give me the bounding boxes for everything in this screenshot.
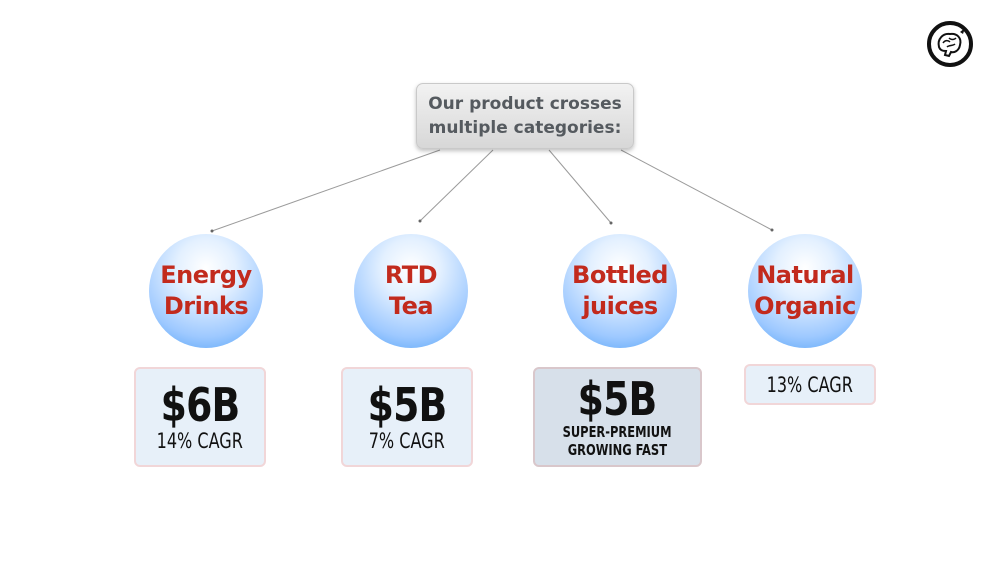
category-energy-drinks: Energy Drinks xyxy=(149,234,263,348)
category-rtd-tea: RTD Tea xyxy=(354,234,468,348)
growth-rate-text: 7% CAGR xyxy=(368,429,446,453)
category-label-line-1: Bottled xyxy=(572,261,668,289)
stat-box-natural-organic: 13% CAGR xyxy=(744,364,876,405)
category-label-line-1: Energy xyxy=(160,261,252,289)
root-line-1: Our product crosses xyxy=(428,94,622,114)
category-label-line-2: Drinks xyxy=(163,292,249,320)
market-size-value: $5B xyxy=(367,378,448,432)
category-label-line-2: juices xyxy=(582,292,658,320)
detail-line-1: SUPER-PREMIUM xyxy=(563,423,672,441)
stat-box-bottled-juices: $5B SUPER-PREMIUM GROWING FAST xyxy=(533,367,702,467)
category-label-line-2: Tea xyxy=(388,292,434,320)
growth-rate-text: 13% CAGR xyxy=(766,372,854,397)
category-label-line-2: Organic xyxy=(754,292,856,320)
detail-line-2: GROWING FAST xyxy=(567,441,668,459)
brain-logo-icon xyxy=(927,21,973,67)
growth-rate-text: 14% CAGR xyxy=(156,429,244,453)
stat-box-energy-drinks: $6B 14% CAGR xyxy=(134,367,266,467)
connector-bottled xyxy=(548,149,612,224)
market-size-value: $6B xyxy=(160,378,241,432)
category-natural-organic: Natural Organic xyxy=(748,234,862,348)
category-bottled-juices: Bottled juices xyxy=(563,234,677,348)
root-line-2: multiple categories: xyxy=(428,118,622,138)
market-size-value: $5B xyxy=(578,372,658,426)
connector-natural xyxy=(620,149,773,231)
connector-energy xyxy=(211,149,441,232)
category-label-line-1: Natural xyxy=(756,261,854,289)
stat-box-rtd-tea: $5B 7% CAGR xyxy=(341,367,473,467)
connector-rtd xyxy=(419,149,494,222)
root-node: Our product crosses multiple categories: xyxy=(416,83,634,149)
category-label-line-1: RTD xyxy=(384,261,438,289)
